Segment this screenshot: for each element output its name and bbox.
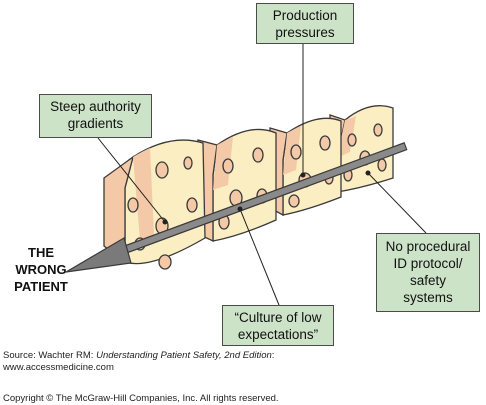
outcome-line-2: WRONG — [15, 262, 67, 277]
production-pressures-label: Production pressures — [256, 3, 354, 44]
error-trajectory-arrow — [65, 142, 408, 273]
culture-low-expectations-label: “Culture of low expectations” — [222, 305, 334, 346]
source-prefix: Source: Wachter RM: — [3, 350, 97, 361]
culture-line-2: expectations” — [237, 327, 319, 342]
source-book-title: Understanding Patient Safety, 2nd Editio… — [96, 350, 272, 361]
production-line-1: Production — [272, 8, 338, 23]
noid-line-4: systems — [403, 290, 453, 305]
source-suffix: : — [271, 350, 275, 361]
source-url: www.accessmedicine.com — [3, 362, 114, 373]
cheese-slice-1 — [103, 139, 206, 270]
wrong-patient-label: THE WRONG PATIENT — [6, 244, 76, 295]
cheese-slice-2 — [197, 128, 277, 243]
steep-authority-label: Steep authority gradients — [39, 94, 152, 138]
leader-lines — [97, 44, 427, 306]
noid-line-3: safety — [409, 273, 447, 288]
steep-line-2: gradients — [67, 116, 124, 131]
outcome-line-1: THE — [28, 245, 54, 260]
steep-line-1: Steep authority — [50, 99, 141, 114]
outcome-line-3: PATIENT — [14, 279, 68, 294]
cheese-slice-3 — [269, 117, 342, 217]
production-line-2: pressures — [275, 25, 335, 40]
noid-line-2: ID protocol/ — [393, 256, 463, 271]
noid-line-1: No procedural — [385, 239, 471, 254]
copyright-notice: Copyright © The McGraw-Hill Companies, I… — [3, 393, 279, 404]
no-procedural-id-label: No procedural ID protocol/ safety system… — [376, 233, 480, 312]
source-citation: Source: Wachter RM: Understanding Patien… — [3, 350, 274, 374]
culture-line-1: “Culture of low — [234, 310, 322, 325]
